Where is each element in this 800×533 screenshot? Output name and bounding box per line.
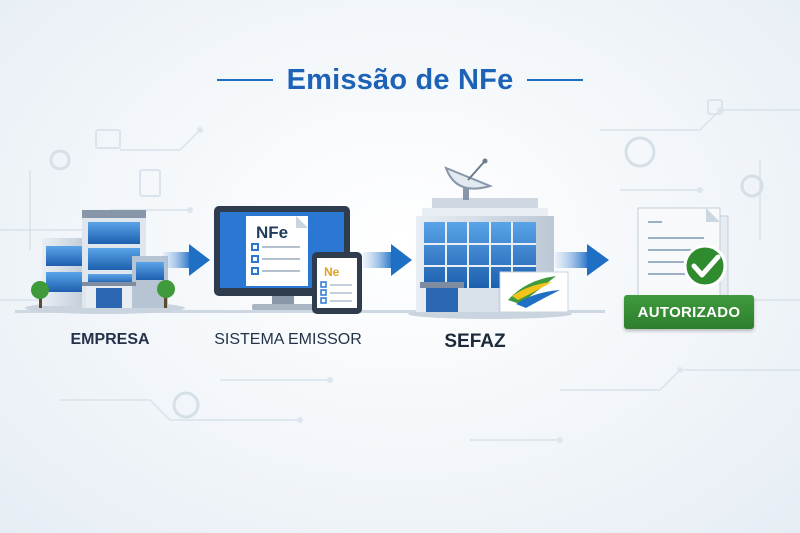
status-badge-text: AUTORIZADO bbox=[637, 303, 741, 321]
step-label-sefaz: SEFAZ bbox=[444, 331, 506, 352]
brazil-flag-logo bbox=[499, 271, 569, 313]
page-title: Emissão de NFe bbox=[286, 63, 514, 96]
arrow-right-icon bbox=[363, 244, 412, 276]
step-label-empresa: EMPRESA bbox=[70, 331, 150, 348]
title-row: Emissão de NFe bbox=[0, 58, 800, 102]
tablet-ne-text: Ne bbox=[324, 265, 340, 279]
satellite-dish-icon bbox=[444, 158, 494, 200]
document-check-icon bbox=[637, 207, 729, 311]
step-label-sistema-emissor: SISTEMA EMISSOR bbox=[214, 331, 362, 348]
monitor-nfe-text: NFe bbox=[256, 223, 288, 242]
title-rule-left bbox=[216, 79, 273, 81]
arrow-right-icon bbox=[555, 244, 609, 276]
tablet-icon bbox=[312, 252, 362, 314]
arrow-right-icon bbox=[163, 244, 210, 276]
status-badge-autorizado: AUTORIZADO bbox=[624, 295, 754, 329]
title-rule-right bbox=[527, 79, 584, 81]
ground-line bbox=[15, 310, 605, 313]
office-building-icon bbox=[25, 210, 185, 314]
government-building-icon bbox=[408, 198, 572, 319]
